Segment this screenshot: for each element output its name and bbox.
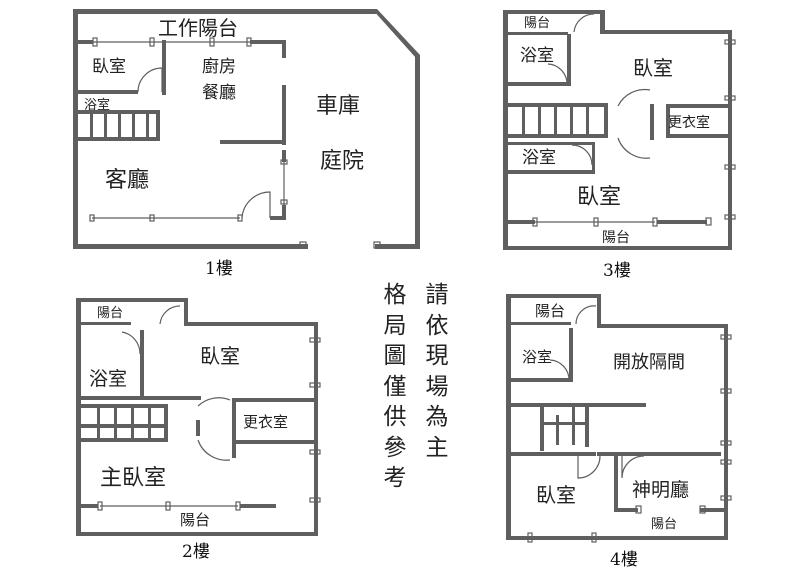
floor-4-plan (506, 294, 732, 543)
notice-char: 格 (383, 282, 407, 308)
floor-1-labels: 工作陽台 臥室 廚房 餐廳 浴室 車庫 庭院 客廳 1樓 (84, 16, 364, 279)
label-bathroom-top: 浴室 (520, 46, 554, 66)
notice-char: 考 (383, 465, 407, 491)
label-bedroom: 臥室 (92, 57, 126, 77)
floor-3-caption: 3樓 (603, 261, 631, 281)
label-bedroom: 臥室 (536, 483, 576, 507)
notice-char: 主 (425, 434, 449, 461)
floor-2-plan (76, 298, 321, 536)
notice-char: 請 (425, 282, 449, 308)
notice-char: 依 (425, 312, 449, 339)
label-garage: 車庫 (316, 94, 360, 119)
floor-4-labels: 陽台 浴室 開放隔間 臥室 神明廳 陽台 4樓 (522, 302, 689, 570)
notice-char: 供 (383, 404, 407, 430)
notice-char: 僅 (383, 373, 407, 400)
label-bathroom: 浴室 (89, 368, 127, 390)
notice-char: 參 (383, 434, 407, 461)
floor-1-caption: 1樓 (205, 259, 233, 279)
label-balcony-bottom: 陽台 (180, 511, 210, 529)
floor-4-caption: 4樓 (610, 550, 638, 570)
label-balcony-bottom: 陽台 (602, 230, 630, 246)
label-living: 客廳 (105, 168, 149, 193)
label-shrine: 神明廳 (632, 479, 689, 501)
notice-char: 局 (383, 312, 407, 339)
label-bedroom: 臥室 (200, 344, 240, 368)
floor-3-plan (503, 10, 736, 250)
notice-char: 為 (425, 404, 449, 430)
floor-1-plan (73, 9, 420, 249)
label-bedroom-top: 臥室 (633, 56, 673, 80)
floor-2-labels: 陽台 浴室 臥室 更衣室 主臥室 陽台 2樓 (89, 306, 288, 562)
notice-char: 場 (425, 373, 449, 400)
label-courtyard: 庭院 (320, 149, 364, 174)
label-open-space: 開放隔間 (613, 352, 685, 373)
label-balcony-top: 陽台 (524, 16, 550, 31)
notice-column-right: 請 依 現 場 為 主 (424, 280, 450, 463)
label-bathroom-mid: 浴室 (522, 148, 556, 168)
floor-3-labels: 陽台 浴室 臥室 更衣室 浴室 臥室 陽台 3樓 (520, 16, 710, 281)
label-master-bedroom: 主臥室 (100, 466, 166, 491)
label-bathroom: 浴室 (522, 348, 552, 366)
label-balcony-bottom: 陽台 (651, 517, 677, 532)
label-dressing: 更衣室 (243, 413, 288, 431)
notice-char: 現 (425, 343, 449, 369)
label-work-balcony: 工作陽台 (158, 16, 238, 40)
notice-column-left: 格 局 圖 僅 供 參 考 (382, 280, 408, 494)
label-balcony-top: 陽台 (97, 306, 123, 321)
label-dining: 餐廳 (202, 83, 236, 103)
label-balcony-top: 陽台 (535, 302, 565, 320)
label-bedroom-bottom: 臥室 (577, 185, 621, 210)
label-dressing: 更衣室 (668, 114, 710, 131)
floor-2-caption: 2樓 (182, 542, 210, 562)
notice-char: 圖 (383, 343, 407, 369)
label-bathroom: 浴室 (84, 97, 110, 113)
label-kitchen: 廚房 (202, 56, 236, 77)
